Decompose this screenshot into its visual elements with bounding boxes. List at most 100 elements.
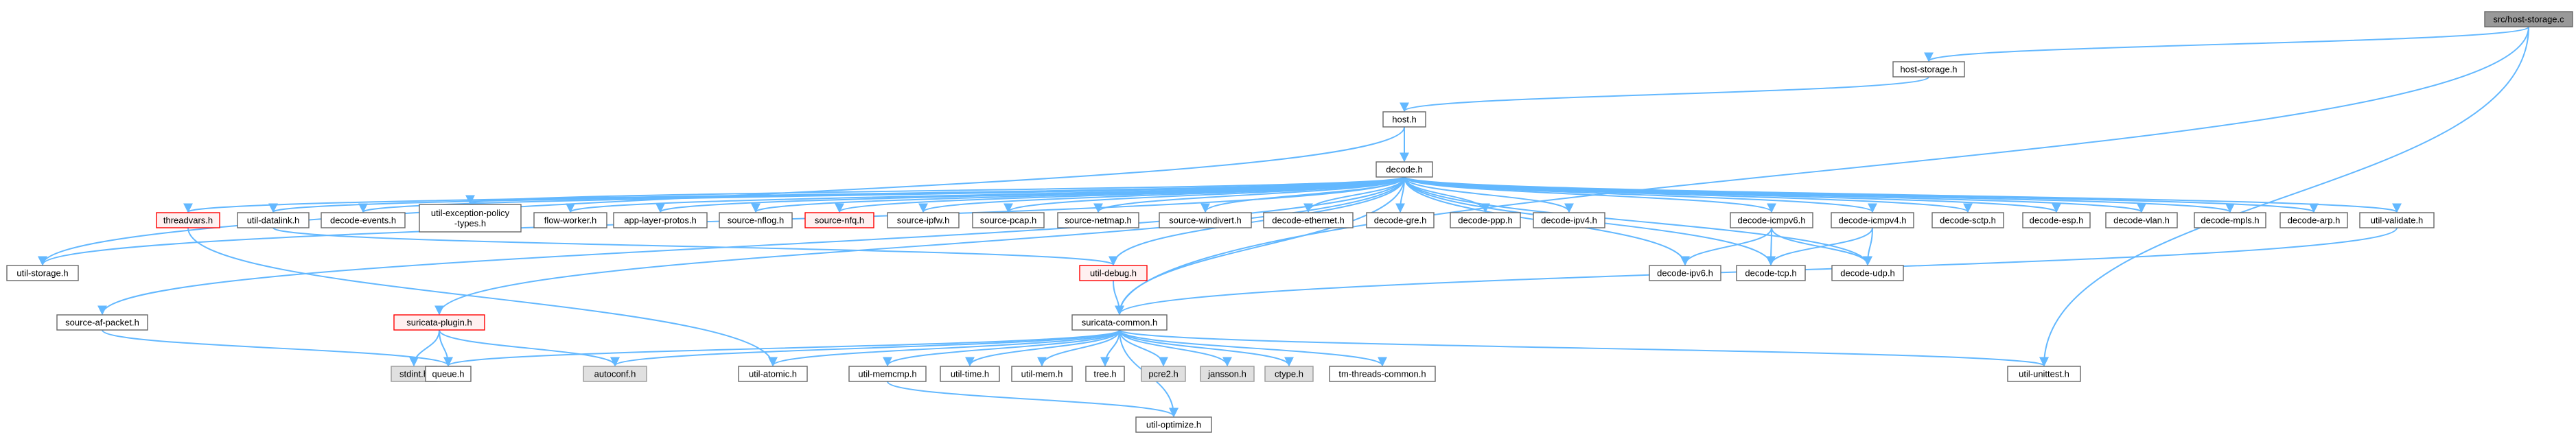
node-box	[2007, 366, 2081, 382]
edge-suricata-common-h-to-util-mem-h	[1037, 329, 1120, 367]
node-label: source-af-packet.h	[65, 318, 139, 328]
edge-decode-h-to-decode-ipv4-h	[1404, 176, 1574, 213]
edge-suricata-common-h-to-util-unittest-h	[1119, 329, 2049, 367]
edge-suricata-common-h-to-util-memcmp-h	[883, 329, 1120, 367]
node-source-nflog-h[interactable]: source-nflog.h	[719, 212, 793, 228]
node-source-af-packet-h[interactable]: source-af-packet.h	[56, 314, 148, 331]
edge-suricata-common-h-to-queue-h	[443, 329, 1120, 367]
node-decode-ppp-h[interactable]: decode-ppp.h	[1450, 212, 1521, 228]
nodes-layer: src/host-storage.c host-storage.h host.h de…	[6, 11, 2573, 433]
node-box	[56, 314, 148, 331]
node-box	[1892, 61, 1965, 78]
node-box	[321, 212, 406, 228]
edge-threadvars-h-to-util-atomic-h	[187, 227, 778, 367]
edge-suricata-common-h-to-util-time-h	[965, 329, 1120, 367]
node-label: threadvars.h	[163, 215, 213, 226]
node-decode-ipv6-h[interactable]: decode-ipv6.h	[1649, 265, 1721, 281]
node-autoconf-h: autoconf.h	[583, 366, 647, 382]
node-util-mem-h[interactable]: util-mem.h	[1011, 366, 1073, 382]
node-box	[1264, 366, 1314, 382]
node-label: pcre2.h	[1148, 369, 1178, 379]
node-label: decode-esp.h	[2030, 215, 2084, 226]
node-label: flow-worker.h	[544, 215, 597, 226]
node-label: util-debug.h	[1090, 268, 1137, 279]
node-source-windivert-h[interactable]: source-windivert.h	[1159, 212, 1252, 228]
node-decode-events-h[interactable]: decode-events.h	[321, 212, 406, 228]
node-label: util-memcmp.h	[858, 369, 916, 379]
node-util-unittest-h[interactable]: util-unittest.h	[2007, 366, 2081, 382]
edge-host-storage-h-to-host-h	[1400, 76, 1929, 113]
node-util-time-h[interactable]: util-time.h	[940, 366, 1000, 382]
node-util-atomic-h[interactable]: util-atomic.h	[738, 366, 808, 382]
node-box	[1079, 265, 1148, 281]
node-decode-gre-h[interactable]: decode-gre.h	[1366, 212, 1435, 228]
edge-decode-h-to-util-debug-h	[1109, 176, 1405, 266]
node-box	[1831, 265, 1904, 281]
node-src-host-storage-c[interactable]: src/host-storage.c	[2484, 11, 2573, 27]
node-tree-h[interactable]: tree.h	[1085, 366, 1125, 382]
node-box	[719, 212, 793, 228]
edge-suricata-plugin-h-to-stdint-h	[409, 329, 440, 367]
node-util-datalink-h[interactable]: util-datalink.h	[237, 212, 310, 228]
node-decode-icmpv4-h[interactable]: decode-icmpv4.h	[1831, 212, 1914, 228]
edge-decode-h-to-source-netmap-h	[1093, 176, 1405, 213]
node-flow-worker-h[interactable]: flow-worker.h	[533, 212, 607, 228]
node-host-h[interactable]: host.h	[1382, 111, 1426, 128]
node-box	[972, 212, 1045, 228]
node-source-pcap-h[interactable]: source-pcap.h	[972, 212, 1045, 228]
node-tm-threads-common-h[interactable]: tm-threads-common.h	[1329, 366, 1436, 382]
node-label: decode-icmpv4.h	[1839, 215, 1907, 226]
node-decode-udp-h[interactable]: decode-udp.h	[1831, 265, 1904, 281]
node-threadvars-h[interactable]: threadvars.h	[156, 212, 220, 228]
node-host-storage-h[interactable]: host-storage.h	[1892, 61, 1965, 78]
node-decode-esp-h[interactable]: decode-esp.h	[2022, 212, 2091, 228]
node-queue-h[interactable]: queue.h	[425, 366, 472, 382]
node-label: util-storage.h	[16, 268, 68, 279]
node-util-debug-h[interactable]: util-debug.h	[1079, 265, 1148, 281]
node-label: decode-icmpv6.h	[1738, 215, 1806, 226]
node-label: ctype.h	[1275, 369, 1303, 379]
node-util-exception-policy-types-h[interactable]: util-exception-policy-types.h	[419, 204, 522, 233]
node-util-validate-h[interactable]: util-validate.h	[2359, 212, 2435, 228]
node-util-storage-h[interactable]: util-storage.h	[6, 265, 79, 281]
node-util-memcmp-h[interactable]: util-memcmp.h	[848, 366, 927, 382]
node-decode-icmpv6-h[interactable]: decode-icmpv6.h	[1730, 212, 1813, 228]
node-box	[848, 366, 927, 382]
node-decode-ipv4-h[interactable]: decode-ipv4.h	[1533, 212, 1605, 228]
node-source-nfq-h[interactable]: source-nfq.h	[804, 212, 874, 228]
node-decode-arp-h[interactable]: decode-arp.h	[2279, 212, 2348, 228]
node-label: util-exception-policy-types.h	[431, 208, 510, 228]
edge-src-host-storage-c-to-suricata-common-h	[1115, 26, 2529, 316]
edge-source-af-packet-h-to-queue-h	[102, 329, 453, 367]
edge-decode-h-to-decode-icmpv6-h	[1404, 176, 1776, 213]
node-label: util-mem.h	[1021, 369, 1063, 379]
node-decode-sctp-h[interactable]: decode-sctp.h	[1931, 212, 2004, 228]
edge-util-memcmp-h-to-util-optimize-h	[887, 381, 1179, 418]
node-suricata-common-h[interactable]: suricata-common.h	[1071, 314, 1168, 331]
node-box	[1382, 111, 1426, 128]
node-box	[613, 212, 708, 228]
node-box	[2022, 212, 2091, 228]
node-box	[1071, 314, 1168, 331]
node-label: decode-ipv6.h	[1657, 268, 1713, 279]
node-decode-h[interactable]: decode.h	[1376, 161, 1433, 178]
node-util-optimize-h[interactable]: util-optimize.h	[1135, 416, 1212, 433]
node-box	[1141, 366, 1186, 382]
node-box	[1376, 161, 1433, 178]
node-box	[237, 212, 310, 228]
node-decode-mpls-h[interactable]: decode-mpls.h	[2194, 212, 2266, 228]
node-decode-vlan-h[interactable]: decode-vlan.h	[2105, 212, 2178, 228]
node-source-ipfw-h[interactable]: source-ipfw.h	[887, 212, 960, 228]
edge-decode-h-to-source-windivert-h	[1200, 176, 1405, 213]
node-label: decode-events.h	[330, 215, 396, 226]
node-box	[2194, 212, 2266, 228]
node-decode-ethernet-h[interactable]: decode-ethernet.h	[1263, 212, 1354, 228]
node-label: source-nflog.h	[728, 215, 784, 226]
node-label: source-ipfw.h	[897, 215, 950, 226]
node-decode-tcp-h[interactable]: decode-tcp.h	[1736, 265, 1806, 281]
node-box	[1329, 366, 1436, 382]
node-label: decode-ppp.h	[1458, 215, 1513, 226]
node-suricata-plugin-h[interactable]: suricata-plugin.h	[393, 314, 485, 331]
node-app-layer-protos-h[interactable]: app-layer-protos.h	[613, 212, 708, 228]
node-source-netmap-h[interactable]: source-netmap.h	[1057, 212, 1139, 228]
